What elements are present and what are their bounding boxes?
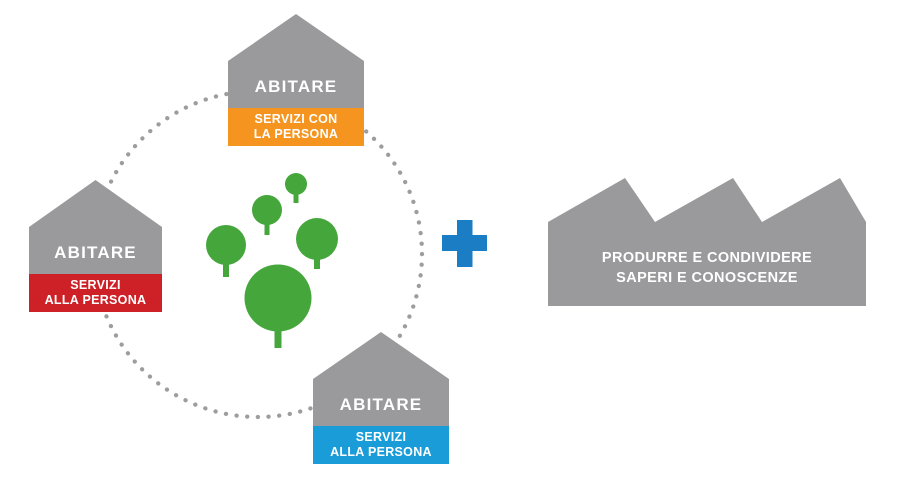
house-title: ABITARE (54, 243, 137, 262)
banner-text-line1: SERVIZI (70, 278, 121, 292)
house-banner-blue: SERVIZI ALLA PERSONA (313, 426, 449, 464)
house-abitare-bottom: ABITARE SERVIZI ALLA PERSONA (313, 332, 449, 464)
banner-text-line2: ALLA PERSONA (330, 445, 432, 459)
house-banner-orange: SERVIZI CON LA PERSONA (228, 108, 364, 146)
house-title: ABITARE (339, 395, 423, 414)
banner-text-line1: SERVIZI CON (254, 112, 338, 126)
tree-icon (244, 264, 312, 348)
tree-icon (296, 218, 338, 269)
banner-text-line2: LA PERSONA (253, 127, 339, 141)
banner-text-line1: SERVIZI (355, 430, 407, 444)
house-abitare-left: ABITARE SERVIZI ALLA PERSONA (29, 180, 162, 312)
house-icon: ABITARE (228, 14, 364, 108)
banner-text-line2: ALLA PERSONA (44, 293, 147, 307)
plus-icon-shape (442, 220, 487, 267)
house-title: ABITARE (254, 77, 338, 96)
factory-text-line1: PRODURRE E CONDIVIDERE (601, 250, 813, 266)
factory-text-line2: SAPERI E CONOSCENZE (616, 270, 798, 286)
plus-icon (442, 220, 487, 267)
house-icon: ABITARE (29, 180, 162, 274)
factory-icon: PRODURRE E CONDIVIDERE SAPERI E CONOSCEN… (548, 178, 866, 306)
house-banner-red: SERVIZI ALLA PERSONA (29, 274, 162, 312)
tree-icon (252, 195, 282, 235)
house-abitare-top: ABITARE SERVIZI CON LA PERSONA (228, 14, 364, 146)
house-icon: ABITARE (313, 332, 449, 426)
tree-icon (285, 173, 307, 203)
tree-cluster-icon (206, 173, 338, 348)
tree-icon (206, 225, 246, 277)
